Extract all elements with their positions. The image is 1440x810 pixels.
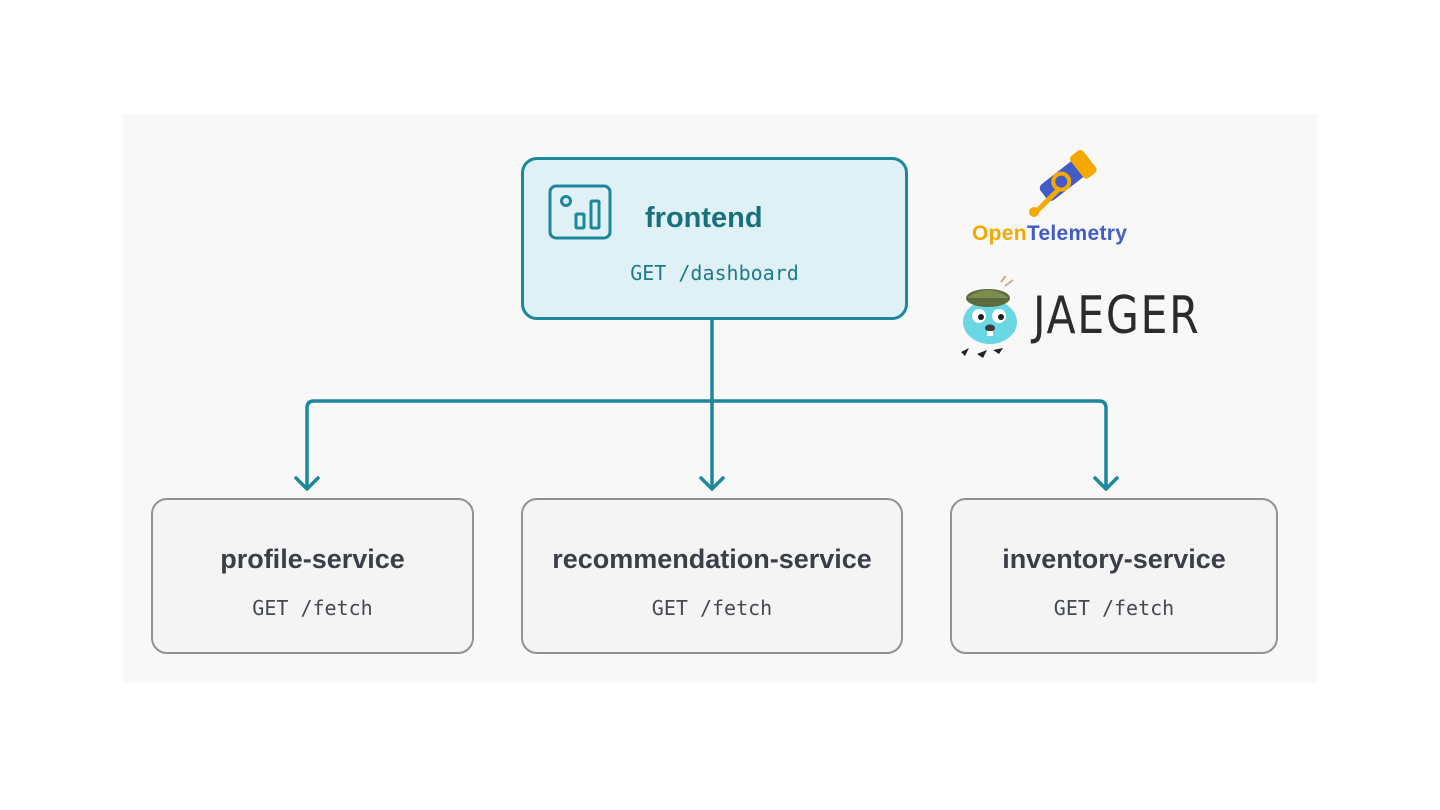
gopher-icon [961, 276, 1017, 358]
recommendation-service-node[interactable]: recommendation-service GET /fetch [521, 498, 903, 654]
otel-word-open: Open [972, 222, 1027, 245]
telescope-icon [1029, 149, 1097, 217]
service-endpoint: GET /fetch [252, 596, 373, 620]
service-title: profile-service [220, 544, 405, 574]
otel-word-telemetry: Telemetry [1026, 222, 1128, 245]
jaeger-logo: JAEGER [955, 276, 1225, 360]
opentelemetry-wordmark: OpenTelemetry [972, 222, 1127, 246]
dashboard-icon [548, 184, 612, 240]
service-title: inventory-service [1002, 544, 1226, 574]
service-endpoint: GET /fetch [651, 596, 773, 620]
frontend-endpoint: GET /dashboard [630, 261, 799, 285]
profile-service-node[interactable]: profile-service GET /fetch [151, 498, 474, 654]
service-endpoint: GET /fetch [1053, 596, 1175, 620]
inventory-service-node[interactable]: inventory-service GET /fetch [950, 498, 1278, 654]
frontend-node[interactable]: frontend GET /dashboard [521, 157, 908, 320]
service-title: recommendation-service [552, 544, 872, 574]
opentelemetry-logo: OpenTelemetry [960, 140, 1160, 250]
jaeger-wordmark: JAEGER [1033, 286, 1201, 346]
frontend-title: frontend [645, 202, 763, 234]
